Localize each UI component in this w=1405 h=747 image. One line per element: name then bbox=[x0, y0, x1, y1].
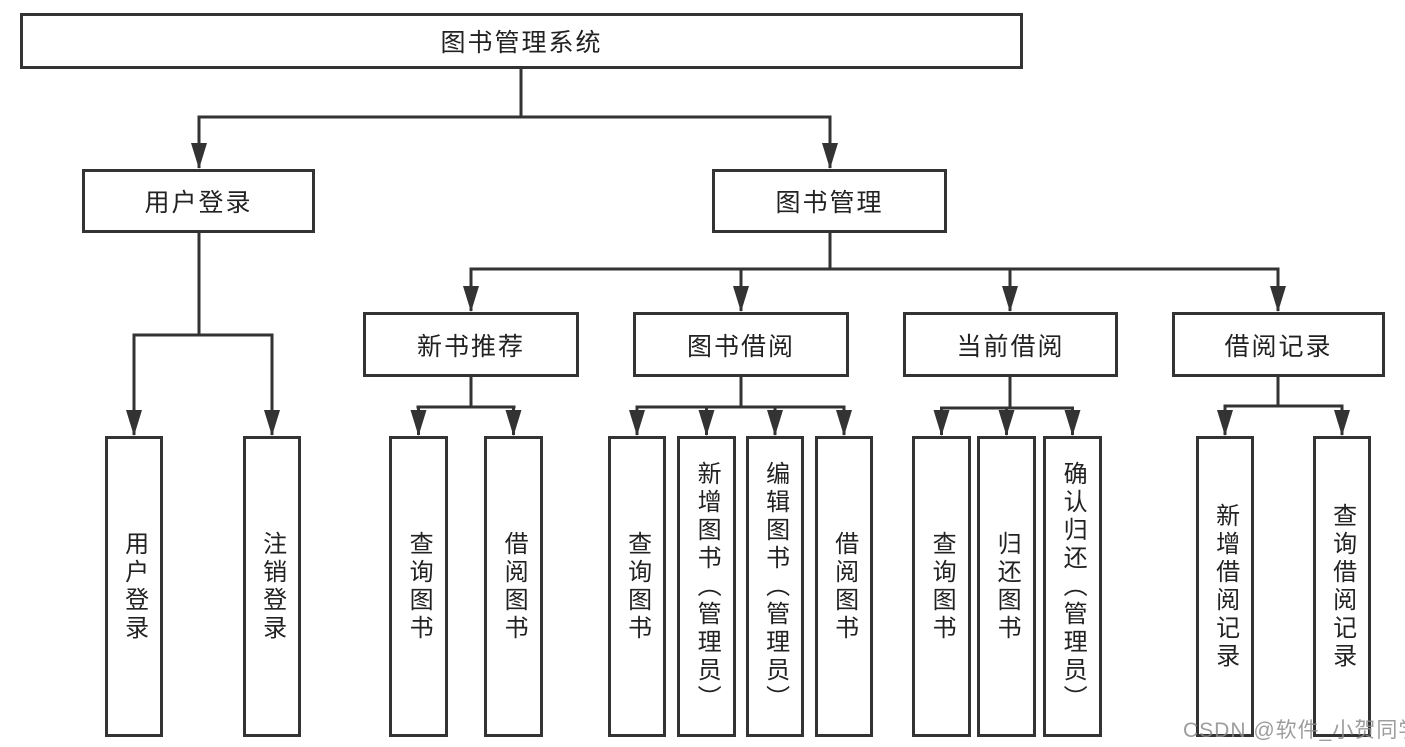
leaf-query-books-borrow-label: 查询图书 bbox=[623, 530, 651, 643]
leaf-query-books-borrow: 查询图书 bbox=[608, 436, 666, 737]
node-book-management-label: 图书管理 bbox=[775, 189, 884, 217]
leaf-query-books-recommend: 查询图书 bbox=[389, 436, 448, 737]
leaf-add-book-admin: 新增图书（管理员） bbox=[677, 436, 736, 737]
leaf-return-book-label: 归还图书 bbox=[993, 530, 1021, 643]
leaf-add-borrow-record-label: 新增借阅记录 bbox=[1211, 502, 1239, 671]
node-book-management: 图书管理 bbox=[712, 169, 947, 233]
node-book-borrow-label: 图书借阅 bbox=[686, 332, 795, 361]
node-borrow-records-label: 借阅记录 bbox=[1224, 332, 1333, 361]
leaf-query-books-recommend-label: 查询图书 bbox=[405, 530, 433, 643]
node-user-login: 用户登录 bbox=[82, 169, 315, 233]
leaf-borrow-books-label: 借阅图书 bbox=[830, 530, 858, 643]
leaf-logout: 注销登录 bbox=[243, 436, 301, 737]
leaf-return-book: 归还图书 bbox=[977, 436, 1036, 737]
csdn-watermark: CSDN @软件_小贺同学 bbox=[1183, 719, 1405, 742]
leaf-logout-label: 注销登录 bbox=[258, 530, 286, 643]
leaf-user-login: 用户登录 bbox=[105, 436, 163, 737]
leaf-query-borrow-record-label: 查询借阅记录 bbox=[1328, 502, 1356, 671]
leaf-query-borrow-record: 查询借阅记录 bbox=[1313, 436, 1371, 737]
leaf-edit-book-admin: 编辑图书（管理员） bbox=[746, 436, 804, 737]
node-book-borrow: 图书借阅 bbox=[633, 312, 849, 377]
node-root-label: 图书管理系统 bbox=[440, 29, 603, 57]
node-user-login-label: 用户登录 bbox=[144, 189, 253, 217]
leaf-borrow-books-recommend: 借阅图书 bbox=[484, 436, 543, 737]
node-root: 图书管理系统 bbox=[20, 13, 1023, 69]
leaf-edit-book-admin-label: 编辑图书（管理员） bbox=[761, 460, 789, 713]
leaf-confirm-return-admin-label: 确认归还（管理员） bbox=[1059, 460, 1087, 713]
leaf-borrow-books-recommend-label: 借阅图书 bbox=[500, 530, 528, 643]
node-borrow-records: 借阅记录 bbox=[1172, 312, 1385, 377]
leaf-query-books-current: 查询图书 bbox=[912, 436, 971, 737]
node-new-book-recommend: 新书推荐 bbox=[363, 312, 579, 377]
leaf-borrow-books: 借阅图书 bbox=[815, 436, 873, 737]
node-current-borrow-label: 当前借阅 bbox=[956, 332, 1065, 361]
leaf-add-borrow-record: 新增借阅记录 bbox=[1196, 436, 1254, 737]
node-current-borrow: 当前借阅 bbox=[903, 312, 1118, 377]
leaf-add-book-admin-label: 新增图书（管理员） bbox=[693, 460, 721, 713]
leaf-confirm-return-admin: 确认归还（管理员） bbox=[1043, 436, 1102, 737]
node-new-book-recommend-label: 新书推荐 bbox=[416, 332, 525, 361]
leaf-user-login-label: 用户登录 bbox=[120, 530, 148, 643]
leaf-query-books-current-label: 查询图书 bbox=[928, 530, 956, 643]
